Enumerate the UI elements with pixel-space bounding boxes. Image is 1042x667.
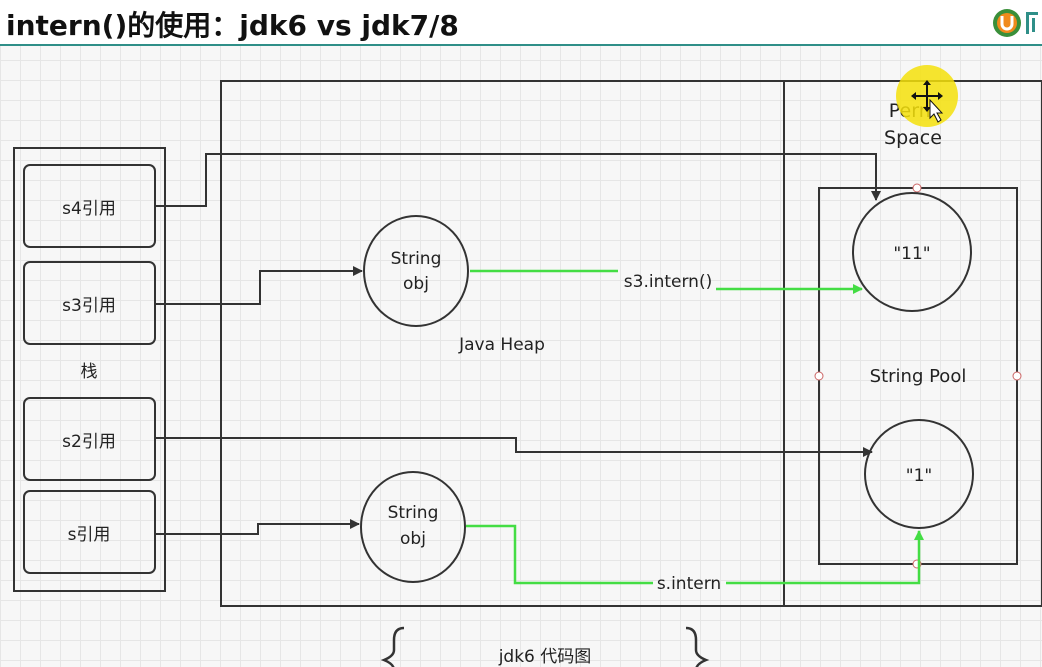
heap-obj-bottom-line2: obj bbox=[400, 529, 426, 549]
pool-handle-top bbox=[912, 183, 922, 193]
stack-label: 栈 bbox=[81, 362, 98, 382]
edge-s-intern-label: s.intern bbox=[657, 574, 721, 594]
perm-space-label-line2: Space bbox=[884, 127, 942, 149]
string-pool-label: String Pool bbox=[870, 366, 967, 387]
heap-string-obj-top bbox=[363, 215, 469, 327]
stack-ref-s2-label: s2引用 bbox=[62, 432, 116, 452]
edge-s-intern-tail bbox=[726, 530, 924, 585]
move-cursor-icon bbox=[896, 65, 958, 127]
heap-obj-bottom-line1: String bbox=[388, 503, 439, 523]
brand-logo-icon bbox=[990, 6, 1042, 40]
left-brace bbox=[380, 626, 405, 667]
stack-frame bbox=[13, 147, 166, 592]
page-title: intern()的使用：jdk6 vs jdk7/8 bbox=[6, 9, 459, 42]
pool-handle-left bbox=[814, 371, 824, 381]
edge-s-intern bbox=[466, 524, 653, 585]
stack-ref-s4-label: s4引用 bbox=[62, 199, 116, 219]
edge-s2-to-pool-1 bbox=[155, 437, 873, 457]
pool-string-1 bbox=[864, 419, 974, 529]
stack-ref-s3-label: s3引用 bbox=[62, 296, 116, 316]
java-heap-label: Java Heap bbox=[458, 335, 545, 355]
heap-string-obj-bottom bbox=[360, 471, 466, 583]
edge-s3-to-heap-obj bbox=[155, 266, 363, 305]
heap-obj-top-line1: String bbox=[391, 249, 442, 269]
pool-string-11-label: "11" bbox=[893, 244, 930, 264]
edge-s3-intern-label: s3.intern() bbox=[624, 272, 712, 292]
pool-string-11 bbox=[852, 192, 972, 312]
title-bar: intern()的使用：jdk6 vs jdk7/8 bbox=[0, 0, 1042, 46]
heap-obj-top-line2: obj bbox=[403, 274, 429, 294]
pool-string-1-label: "1" bbox=[906, 466, 932, 486]
edge-s-to-heap-obj bbox=[155, 519, 360, 535]
stack-ref-s bbox=[23, 490, 156, 574]
right-brace bbox=[685, 626, 710, 667]
stack-ref-s-label: s引用 bbox=[68, 525, 111, 545]
pool-handle-right bbox=[1012, 371, 1022, 381]
edge-s4-to-pool-11 bbox=[155, 153, 881, 207]
diagram-caption: jdk6 代码图 bbox=[498, 647, 592, 667]
